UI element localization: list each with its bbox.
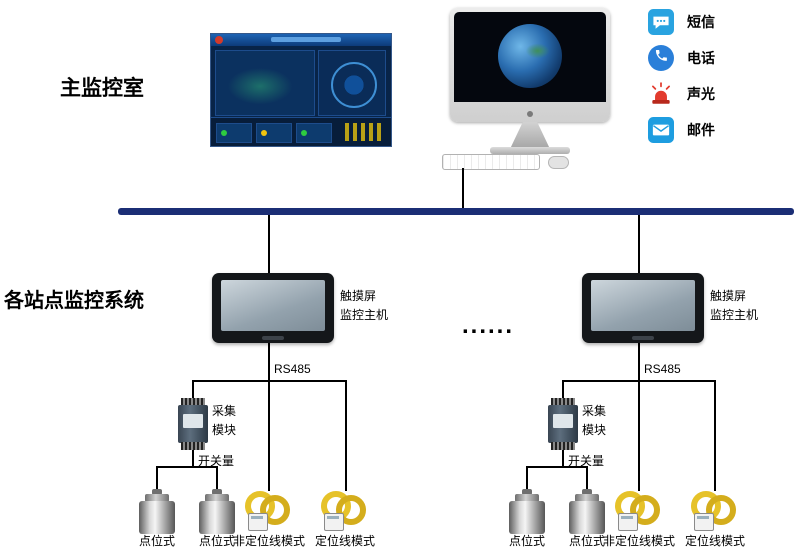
panel-to-branch-line [268,343,270,382]
alert-label: 声光 [687,86,715,102]
branch-to-cable-sensor-line [345,380,347,491]
point-type-sensor [139,489,175,534]
sound-light-alarm-icon [648,81,674,107]
module-label-line2: 模块 [212,422,237,437]
switch-quantity-label: 开关量 [568,454,605,468]
touch-panel-screen [591,280,695,331]
branch-to-cable-sensor-line [638,380,640,491]
daq-terminal-bottom [551,442,575,450]
sensor-label: 定位线模式 [684,534,745,547]
switch-branch-line [156,466,218,468]
rs485-label: RS485 [644,362,681,376]
sms-icon [648,9,674,35]
switch-branch-line [526,466,588,468]
switch-to-sensor-line [586,466,588,490]
mouse [548,156,569,169]
point-type-sensor [509,489,545,534]
dashboard-logo-icon [215,36,223,44]
daq-faceplate [183,414,203,428]
imac-bus-connector-line [462,168,464,208]
touch-panel-logo [262,336,284,340]
positioning-cable-sensor [321,491,369,533]
more-stations-ellipsis: ...... [462,312,515,339]
apple-logo-icon [527,111,533,117]
panel-to-branch-line [638,343,640,382]
sensor-label: 非定位线模式 [602,534,675,547]
module-to-switch-line [192,450,194,468]
dashboard-status-cell [296,123,332,143]
alert-row-sound-light: 声光 [648,80,715,108]
sensor-label: 点位式 [198,534,235,547]
dashboard-status-strip [211,117,391,146]
sensor-label: 定位线模式 [314,534,375,547]
earth-wallpaper [498,24,562,88]
phone-icon [648,45,674,71]
module-label-line1: 采集 [212,404,237,418]
switch-to-sensor-line [526,466,528,490]
daq-body [548,405,578,443]
branch-to-module-line [562,380,564,398]
non-positioning-cable-sensor [615,491,663,533]
positioning-cable-sensor [691,491,739,533]
daq-terminal-bottom [181,442,205,450]
daq-terminal-top [181,398,205,406]
switch-quantity-label: 开关量 [198,454,235,468]
imac-display-glass [454,12,606,102]
bus-to-panel-line [638,215,640,273]
monitoring-dashboard-screenshot [210,33,392,147]
panel-label-line2: 监控主机 [710,307,759,322]
keyboard [442,154,540,170]
touch-panel-screen [221,280,325,331]
dashboard-radar-panel [318,50,386,116]
dashboard-map-panel [215,50,315,116]
mail-icon [648,117,674,143]
alert-row-phone: 电话 [648,44,715,72]
branch-to-module-line [192,380,194,398]
non-positioning-cable-sensor [245,491,293,533]
site-systems-label: 各站点监控系统 [4,290,144,312]
branch-to-cable-sensor-line [714,380,716,491]
switch-to-sensor-line [156,466,158,490]
branch-to-cable-sensor-line [268,380,270,491]
switch-to-sensor-line [216,466,218,490]
sensor-label: 点位式 [568,534,605,547]
daq-body [178,405,208,443]
radar-ring-chart [331,62,377,108]
dashboard-title-bar [271,37,341,42]
sensor-label: 点位式 [138,534,175,547]
network-bus-line [118,208,794,215]
alert-label: 电话 [687,50,715,66]
alert-label: 短信 [687,14,715,30]
module-label-line2: 模块 [582,422,607,437]
module-to-switch-line [562,450,564,468]
rs485-label: RS485 [274,362,311,376]
daq-module [178,398,208,450]
panel-label-line1: 触摸屏 [340,289,377,303]
point-type-sensor [199,489,235,534]
imac-computer [440,8,620,170]
imac-screen [450,8,610,122]
main-control-room-label: 主监控室 [60,77,144,100]
imac-stand [510,122,550,149]
panel-label-line2: 监控主机 [340,307,389,322]
module-label-line1: 采集 [582,404,607,418]
daq-faceplate [553,414,573,428]
imac-base [490,147,570,154]
alert-row-sms: 短信 [648,8,715,36]
touch-panel-hmi [212,273,334,343]
sensor-label: 点位式 [508,534,545,547]
dashboard-status-cell [216,123,252,143]
point-type-sensor [569,489,605,534]
alert-row-mail: 邮件 [648,116,715,144]
touch-panel-hmi [582,273,704,343]
bus-to-panel-line [268,215,270,273]
touch-panel-logo [632,336,654,340]
daq-module [548,398,578,450]
alert-label: 邮件 [687,122,715,138]
sensor-label: 非定位线模式 [232,534,305,547]
panel-label-line1: 触摸屏 [710,289,747,303]
daq-terminal-top [551,398,575,406]
dashboard-mini-bar-chart [345,123,385,141]
dashboard-status-cell [256,123,292,143]
